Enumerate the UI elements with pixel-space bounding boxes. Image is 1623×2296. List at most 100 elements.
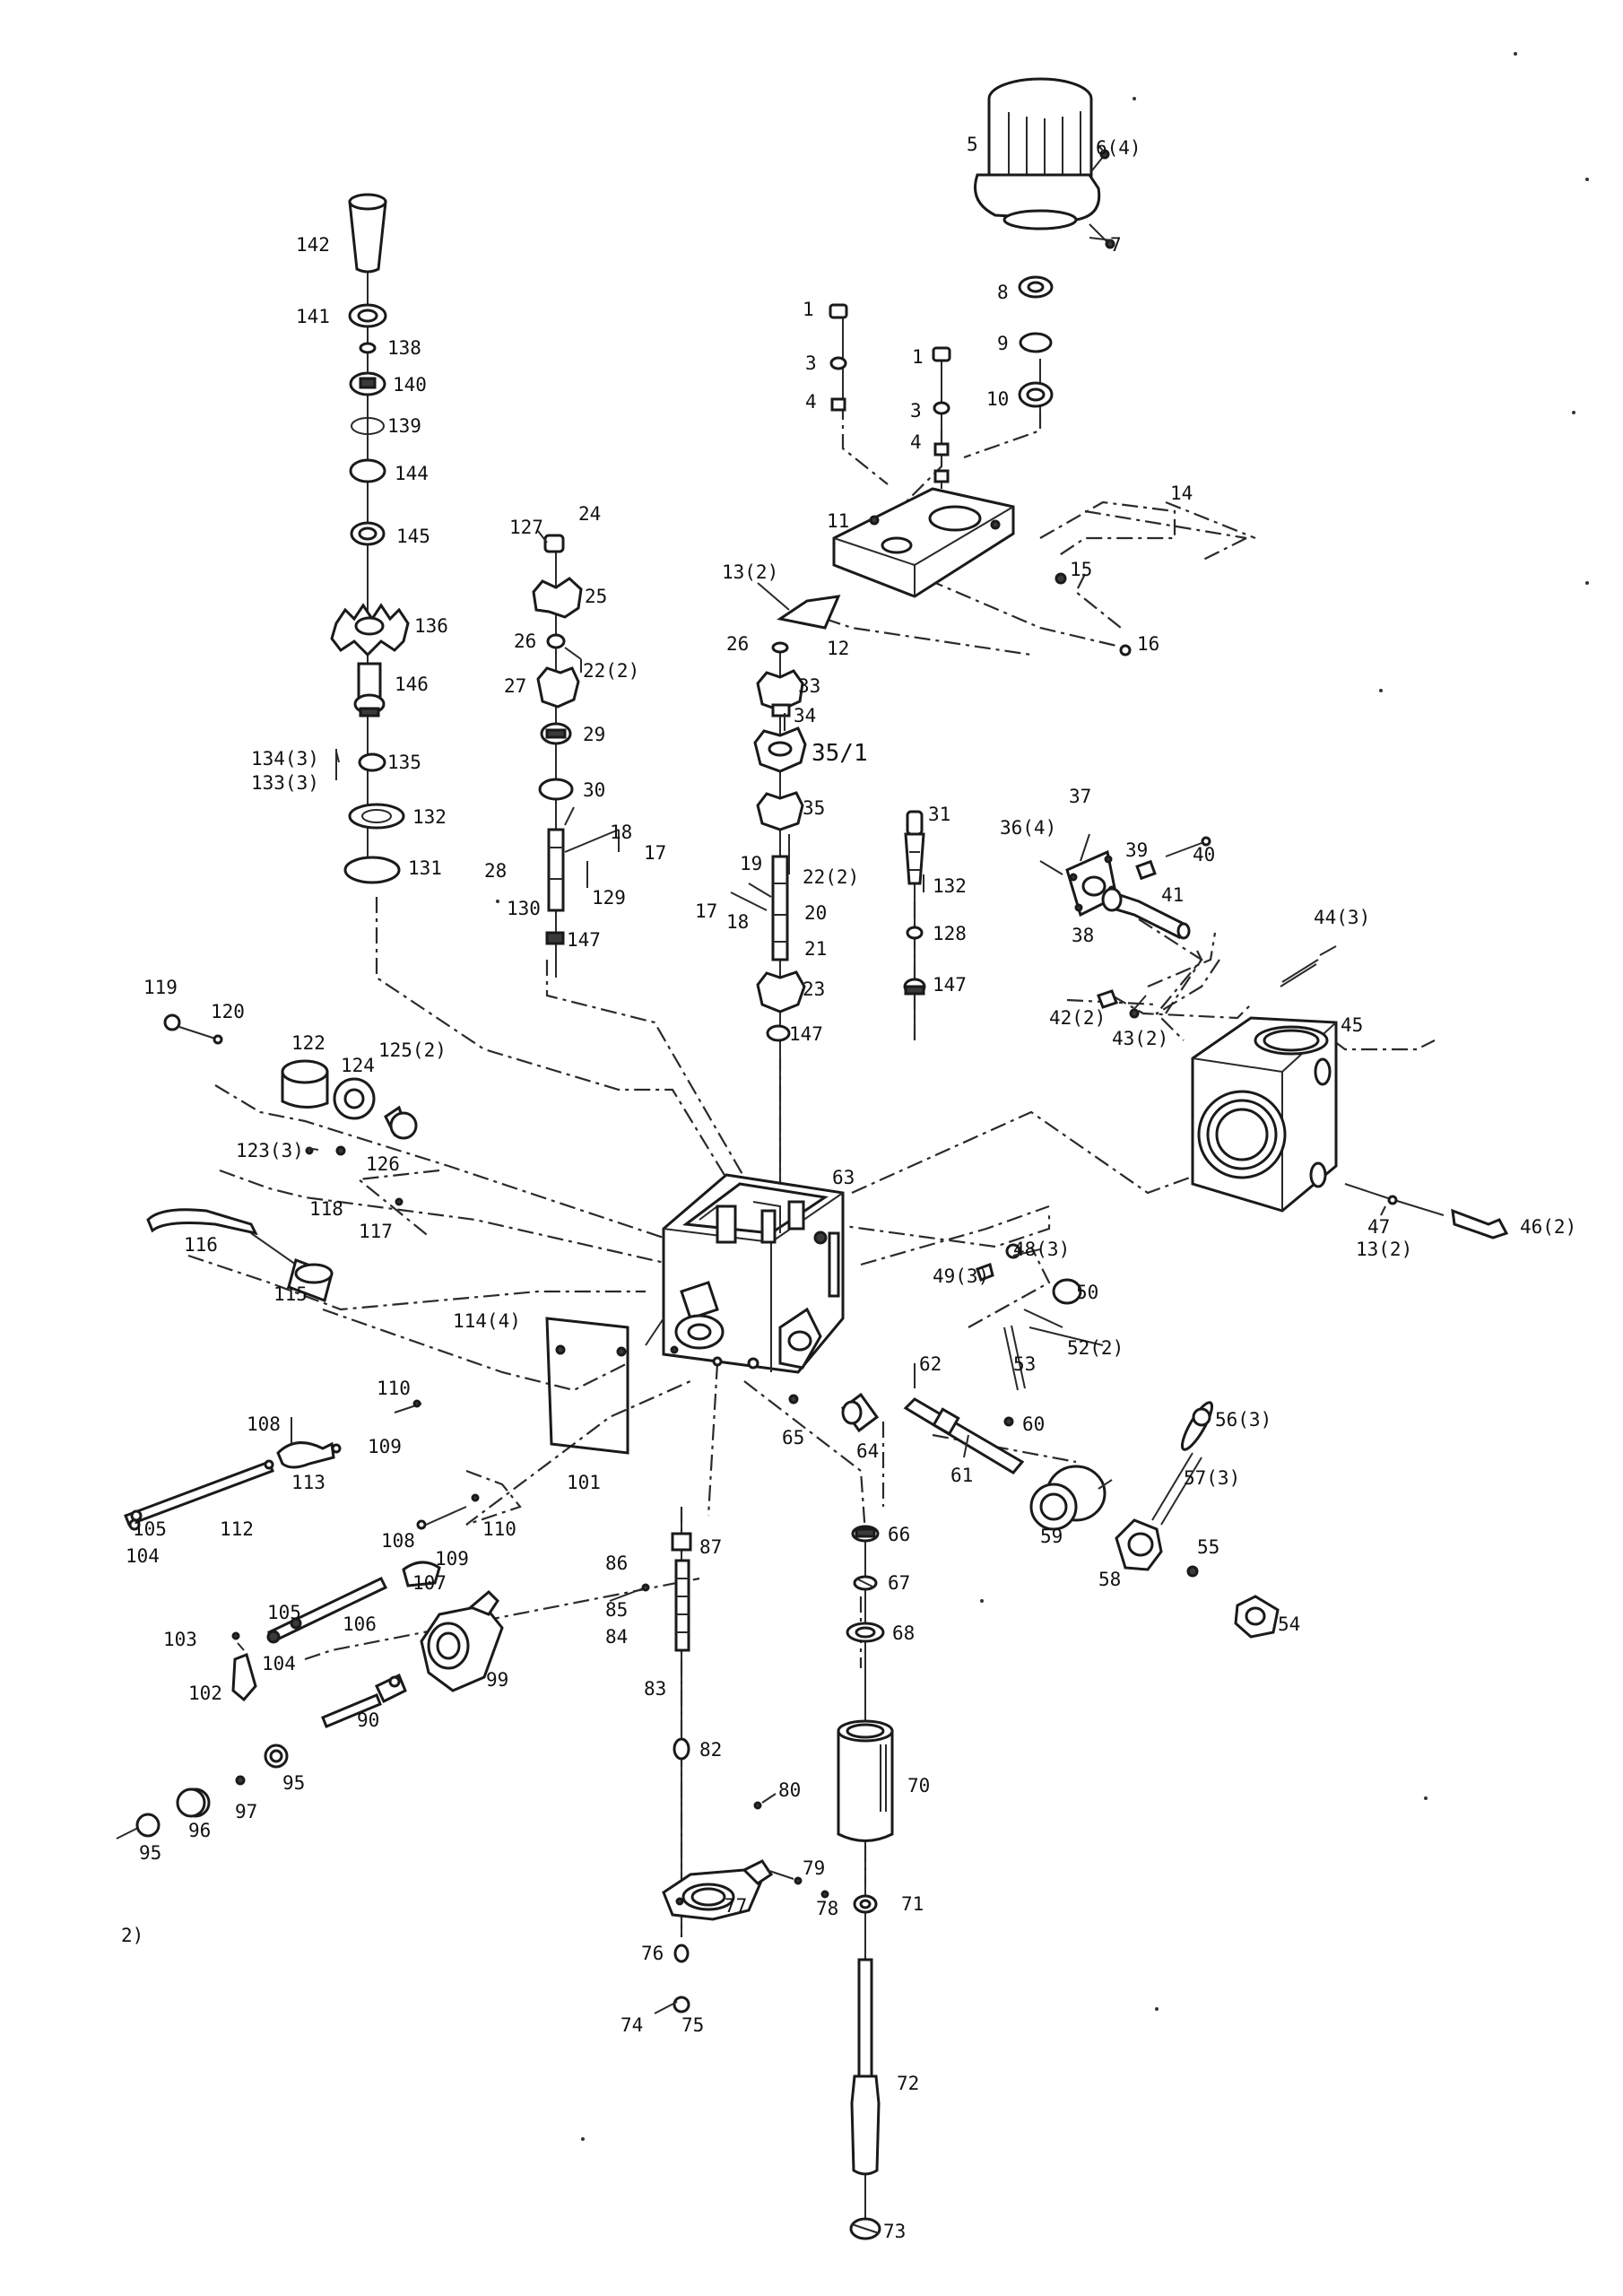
label-22-2: 22(2) [583, 660, 639, 682]
label-82: 82 [699, 1739, 722, 1761]
label-72: 72 [897, 2073, 919, 2094]
label-85: 85 [605, 1599, 628, 1621]
label-20: 20 [804, 902, 827, 924]
label-7: 7 [1110, 234, 1122, 256]
label-3: 3 [805, 352, 817, 374]
label-146: 146 [395, 674, 429, 695]
label-6-4: 6(4) [1096, 137, 1141, 159]
label-33: 33 [798, 675, 820, 697]
label-25: 25 [585, 586, 607, 607]
label-59: 59 [1040, 1526, 1063, 1547]
label-147c: 147 [933, 974, 967, 996]
label-105b: 105 [267, 1602, 301, 1623]
label-73: 73 [883, 2221, 906, 2242]
label-116: 116 [184, 1234, 218, 1256]
motor-adapters [1018, 275, 1054, 408]
label-22-2b: 22(2) [803, 866, 859, 888]
label-131: 131 [408, 857, 442, 879]
label-36-4: 36(4) [1000, 817, 1056, 839]
label-74: 74 [621, 2014, 643, 2036]
label-47: 47 [1367, 1216, 1390, 1238]
label-53: 53 [1013, 1353, 1036, 1375]
plate-12 [777, 595, 841, 630]
label-122: 122 [291, 1032, 325, 1054]
label-108b: 108 [381, 1530, 415, 1552]
label-132a: 132 [412, 806, 447, 828]
shaft-83 [609, 1532, 692, 1761]
label-78: 78 [816, 1898, 838, 1919]
connector-37 [1065, 836, 1211, 940]
part-labels: 1 3 4 5 6(4) 7 8 9 10 11 12 13(2) 14 15 … [121, 134, 1576, 2242]
label-135: 135 [387, 752, 421, 773]
label-117: 117 [359, 1221, 393, 1242]
label-83: 83 [644, 1678, 666, 1700]
label-134-3: 134(3) [251, 748, 319, 770]
label-26: 26 [514, 631, 536, 652]
label-132b: 132 [933, 875, 967, 897]
plate-14 [1084, 500, 1256, 561]
label-50: 50 [1076, 1282, 1098, 1303]
gear-stack-3 [730, 641, 807, 1042]
label-31: 31 [928, 804, 950, 825]
label-27: 27 [504, 675, 526, 697]
label-102: 102 [188, 1683, 222, 1704]
label-139: 139 [387, 415, 421, 437]
label-101: 101 [567, 1472, 601, 1493]
label-120: 120 [211, 1001, 245, 1022]
gear-stack-2 [532, 534, 620, 945]
label-104b: 104 [262, 1653, 296, 1674]
label-29: 29 [583, 724, 605, 745]
label-115: 115 [273, 1283, 308, 1305]
label-86: 86 [605, 1552, 628, 1574]
quill-stack [837, 1525, 894, 2240]
label-67: 67 [888, 1572, 910, 1594]
plate-101 [545, 1317, 629, 1455]
label-16: 16 [1137, 633, 1159, 655]
top-cover-plugs [829, 303, 951, 457]
label-106: 106 [343, 1613, 377, 1635]
label-4b: 4 [910, 431, 922, 453]
label-42-2: 42(2) [1049, 1007, 1106, 1029]
label-44-3: 44(3) [1314, 907, 1370, 928]
label-109b: 109 [435, 1548, 469, 1570]
label-136: 136 [414, 615, 448, 637]
label-95a: 95 [282, 1772, 305, 1794]
label-30: 30 [583, 779, 605, 801]
label-133-3: 133(3) [251, 772, 319, 794]
label-1b: 1 [912, 346, 924, 368]
label-13-2-right: 13(2) [1356, 1239, 1412, 1260]
label-104a: 104 [126, 1545, 160, 1567]
label-28: 28 [484, 860, 507, 882]
label-45: 45 [1341, 1014, 1363, 1036]
motor-5 [974, 77, 1115, 249]
lever-116 [146, 1208, 334, 1302]
label-35-1: 35/1 [812, 740, 868, 767]
label-63: 63 [832, 1167, 855, 1188]
label-57-3: 57(3) [1184, 1467, 1240, 1489]
bracket-99 [420, 1589, 504, 1692]
label-76: 76 [641, 1943, 664, 1964]
label-113: 113 [291, 1472, 325, 1493]
label-97: 97 [235, 1801, 257, 1822]
label-70: 70 [907, 1775, 930, 1796]
label-112: 112 [220, 1518, 254, 1540]
shaft-90 [321, 1673, 407, 1728]
label-5: 5 [967, 134, 978, 155]
label-24: 24 [578, 503, 601, 525]
label-46-2: 46(2) [1520, 1216, 1576, 1238]
label-127: 127 [509, 517, 543, 538]
label-48-3: 48(3) [1013, 1239, 1070, 1260]
label-138: 138 [387, 337, 421, 359]
label-56-3: 56(3) [1215, 1409, 1271, 1431]
label-147b: 147 [789, 1023, 823, 1045]
label-125-2: 125(2) [378, 1039, 447, 1061]
label-107: 107 [412, 1572, 447, 1594]
label-145: 145 [396, 526, 430, 547]
label-147a: 147 [567, 929, 601, 951]
label-26b: 26 [726, 633, 749, 655]
label-41: 41 [1161, 884, 1184, 906]
label-15: 15 [1070, 559, 1092, 580]
label-13-2-top: 13(2) [722, 561, 778, 583]
